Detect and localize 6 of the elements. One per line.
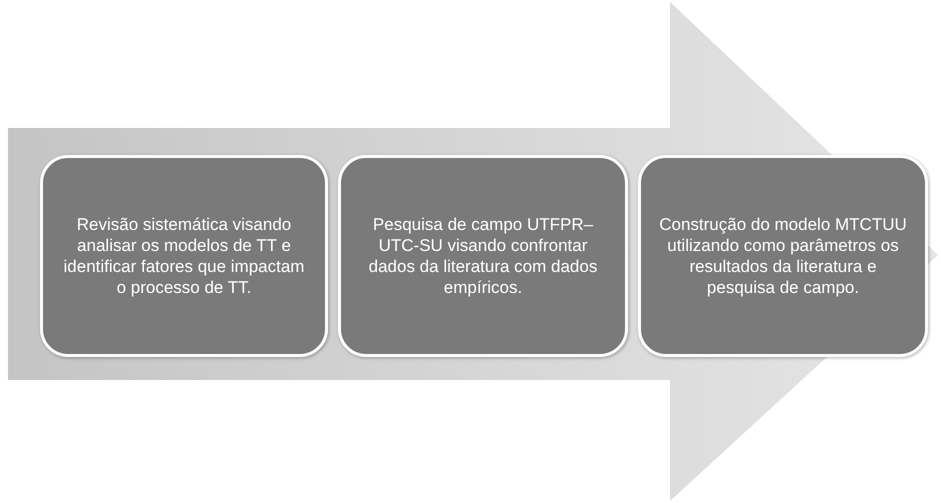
step-text: Revisão sistemática visando analisar os modelos de TT e identificar fatores que impactam o processo de TT. — [62, 214, 306, 298]
step-text: Pesquisa de campo UTFPR– UTC-SU visando confrontar dados da literatura com dados empíricos. — [368, 214, 598, 298]
step-text: Construção do modelo MTCTUU utilizando como parâmetros os resultados da literatura e pesquisa de campo. — [658, 214, 908, 298]
step-box — [638, 155, 928, 357]
step-box — [338, 155, 628, 357]
step-box — [40, 155, 328, 357]
